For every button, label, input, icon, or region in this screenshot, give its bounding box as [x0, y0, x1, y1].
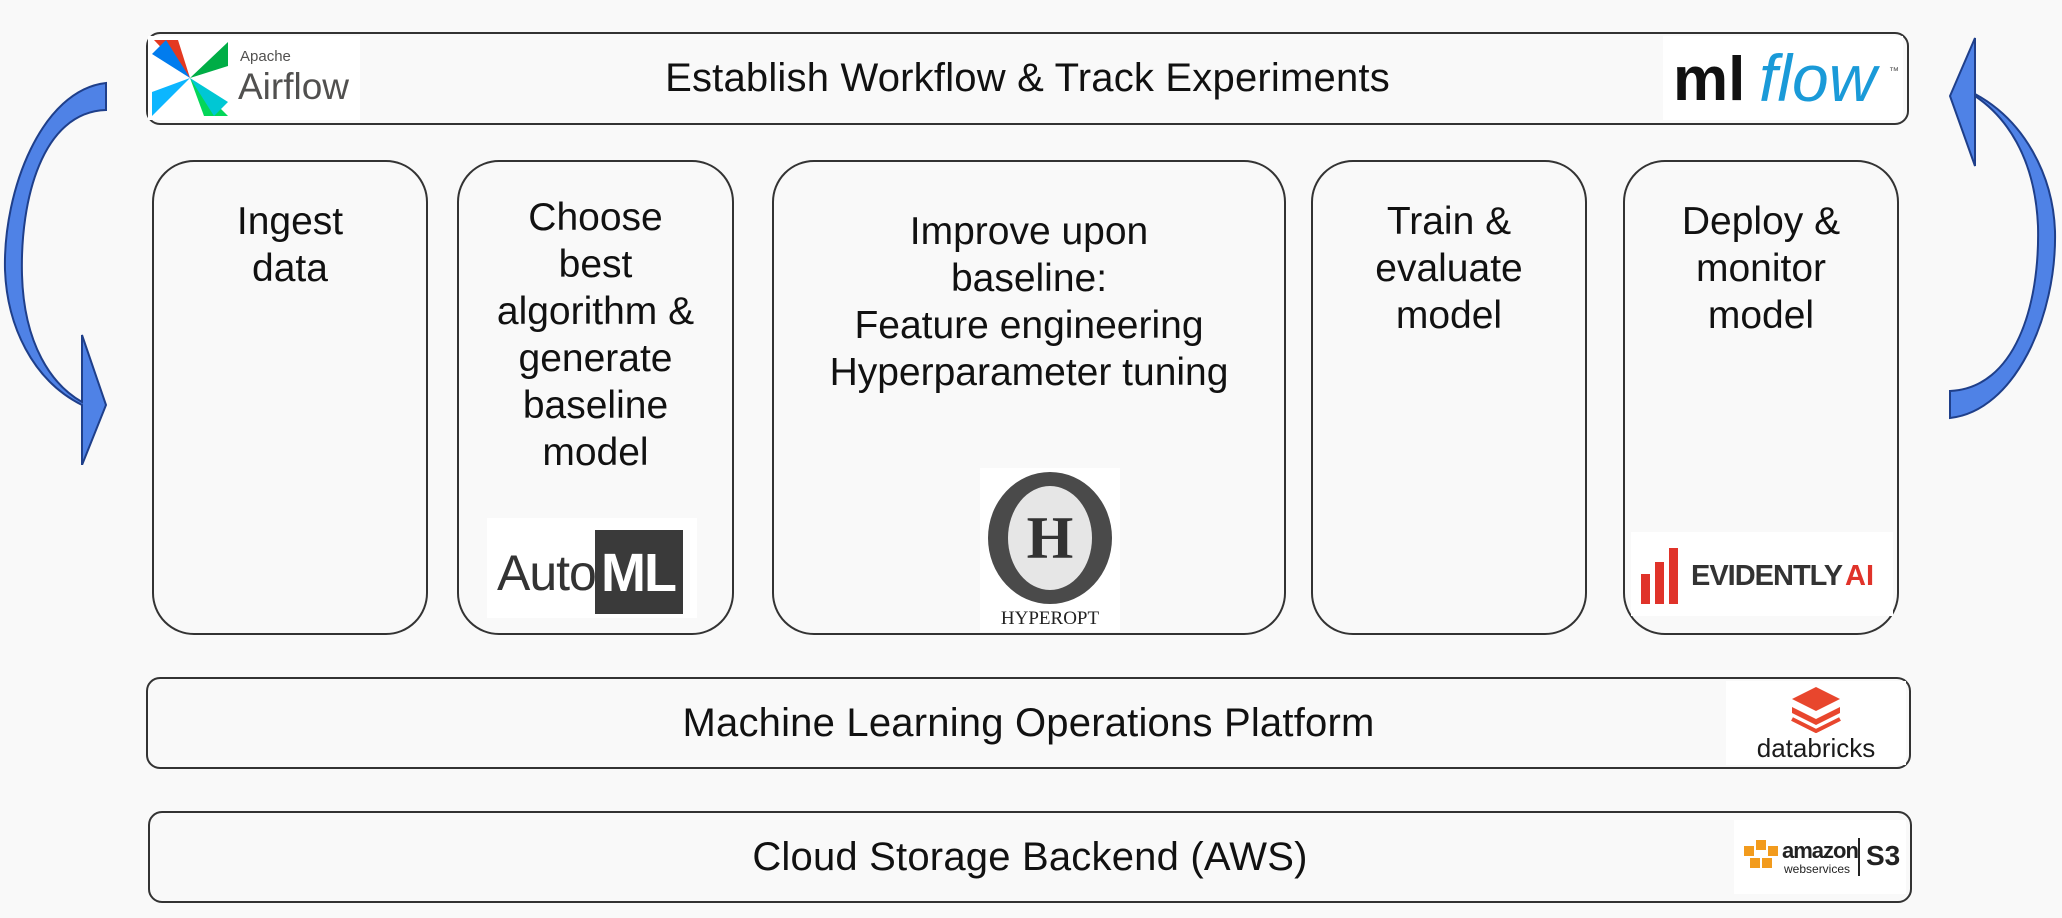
- airflow-small-text: Apache: [240, 48, 291, 65]
- stage-choose-algorithm: Choose best algorithm & generate baselin…: [457, 160, 734, 635]
- hyperopt-letter: H: [1026, 505, 1074, 571]
- aws-amazon-text: amazon: [1782, 838, 1859, 863]
- storage-bar: Cloud Storage Backend (AWS): [148, 811, 1912, 903]
- evidently-logo: EVIDENTLY AI: [1631, 532, 1893, 616]
- stage-deploy-title: Deploy & monitor model: [1681, 200, 1841, 337]
- mlflow-tm-text: ™: [1889, 66, 1899, 77]
- mlflow-ml-text: ml: [1673, 45, 1746, 114]
- stage-train-evaluate: Train & evaluate model: [1311, 160, 1587, 635]
- automl-logo: Auto ML: [487, 518, 697, 618]
- stage-deploy-monitor: Deploy & monitor model EVIDENTLY AI: [1623, 160, 1899, 635]
- stage-train-title: Train & evaluate model: [1375, 200, 1523, 337]
- aws-s3-text: S3: [1866, 840, 1901, 871]
- platform-bar-title: Machine Learning Operations Platform: [682, 700, 1375, 745]
- databricks-logo: databricks: [1726, 681, 1906, 765]
- evidently-text: EVIDENTLY: [1691, 560, 1843, 592]
- left-cycle-arrow: [2, 80, 114, 465]
- workflow-bar-title: Establish Workflow & Track Experiments: [665, 56, 1390, 100]
- automl-ml-badge: ML: [595, 530, 683, 614]
- right-cycle-arrow: [1945, 36, 2057, 421]
- airflow-big-text: Airflow: [238, 66, 350, 107]
- mlflow-flow-text: flow: [1759, 41, 1877, 115]
- hyperopt-logo: H HYPEROPT: [980, 468, 1120, 632]
- stage-ingest-title: Ingest data: [236, 200, 344, 290]
- databricks-name: databricks: [1756, 733, 1876, 763]
- stage-improve-baseline: Improve upon baseline: Feature engineeri…: [772, 160, 1286, 635]
- evidently-ai-text: AI: [1845, 560, 1874, 592]
- automl-auto-text: Auto: [497, 545, 597, 601]
- stage-ingest: Ingest data: [152, 160, 428, 635]
- aws-divider: [1858, 838, 1860, 876]
- automl-ml-text: ML: [601, 543, 677, 603]
- aws-webservices-text: webservices: [1784, 862, 1851, 876]
- mlflow-logo: ml flow ™: [1663, 36, 1903, 120]
- stage-improve-title: Improve upon baseline: Feature engineeri…: [829, 210, 1229, 394]
- workflow-bar: Establish Workflow & Track Experiments: [146, 32, 1909, 125]
- aws-s3-logo: amazon webservices S3: [1734, 820, 1906, 894]
- hyperopt-name: HYPEROPT: [1000, 608, 1100, 629]
- stage-choose-title: Choose best algorithm & generate baselin…: [496, 196, 695, 474]
- airflow-logo: Apache Airflow: [148, 36, 360, 120]
- platform-bar: Machine Learning Operations Platform: [146, 677, 1911, 769]
- storage-bar-title: Cloud Storage Backend (AWS): [752, 834, 1308, 879]
